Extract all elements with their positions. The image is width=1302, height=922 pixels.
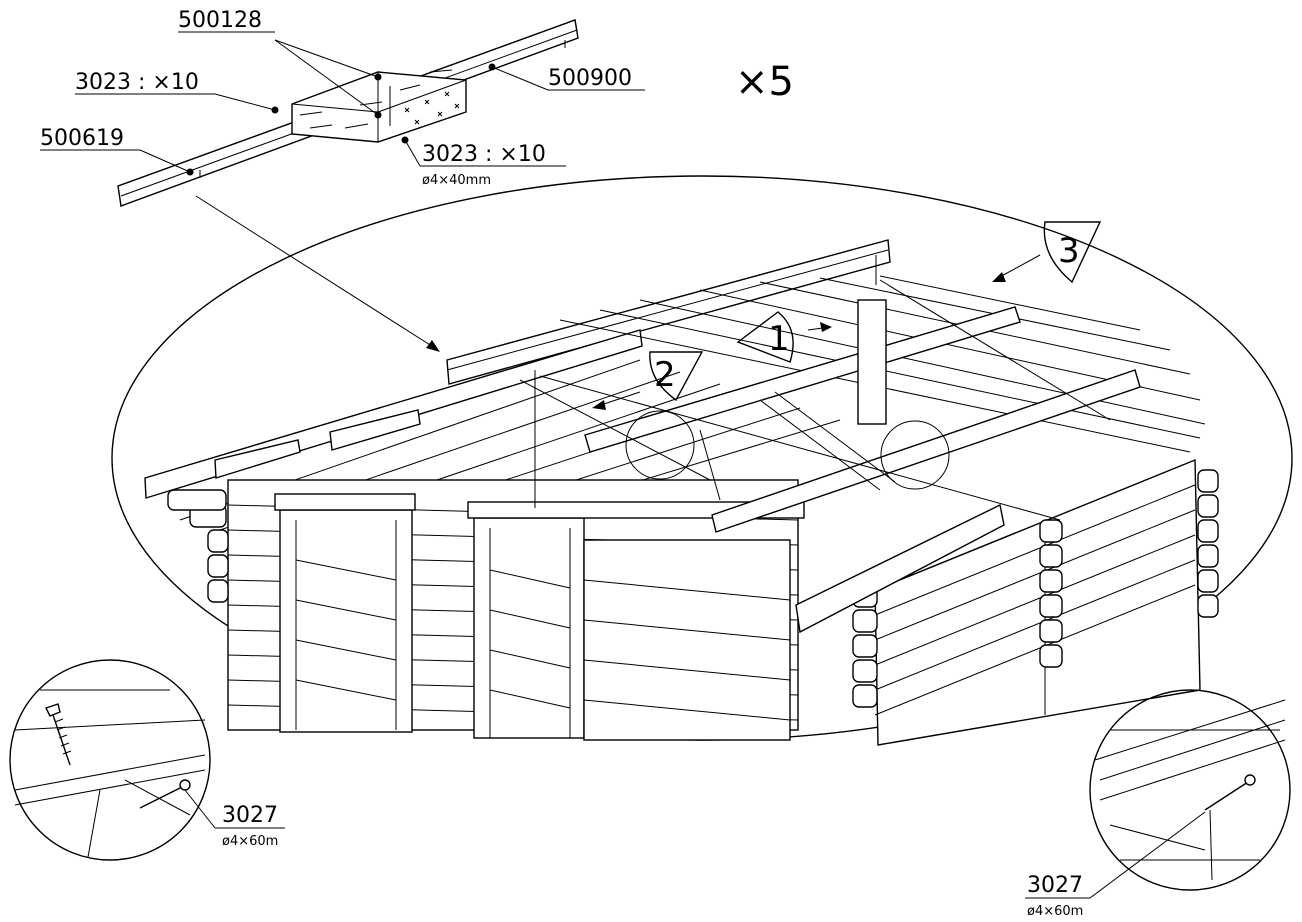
screw-icon: [45, 703, 72, 766]
detail-marker-right: [880, 420, 950, 490]
label-500128: 500128: [178, 8, 262, 33]
repeat-multiplier: ×5: [735, 59, 794, 105]
label-screw-3027-right: 3027: [1027, 873, 1083, 898]
detail-view-left: [9, 659, 285, 861]
label-500619: 500619: [40, 126, 124, 151]
step-marker-3: [992, 221, 1102, 284]
label-screw-3023-right: 3023 : ×10: [422, 142, 546, 167]
label-screw-3027-right-size: ø4×60m: [1027, 904, 1083, 919]
step-label-2: 2: [654, 355, 676, 395]
label-screw-3027-left: 3027: [222, 803, 278, 828]
detail-marker-left: [625, 410, 695, 480]
label-screw-3027-left-size: ø4×60m: [222, 834, 278, 849]
label-screw-3023-size: ø4×40mm: [422, 173, 491, 188]
label-screw-3023-left: 3023 : ×10: [75, 70, 199, 95]
detail-view-right: [1025, 689, 1291, 899]
bracket-500128: [291, 71, 467, 143]
step-marker-1: [736, 311, 832, 363]
step-label-3: 3: [1058, 231, 1080, 271]
building-overview: 1 2 3: [111, 175, 1293, 746]
label-500900: 500900: [548, 66, 632, 91]
step-label-1: 1: [768, 319, 790, 359]
beam-assembly-parts: [40, 19, 645, 207]
screw-installed-icon-right: [1204, 774, 1256, 811]
step-marker-2: [592, 351, 704, 410]
screw-installed-icon: [139, 779, 191, 809]
